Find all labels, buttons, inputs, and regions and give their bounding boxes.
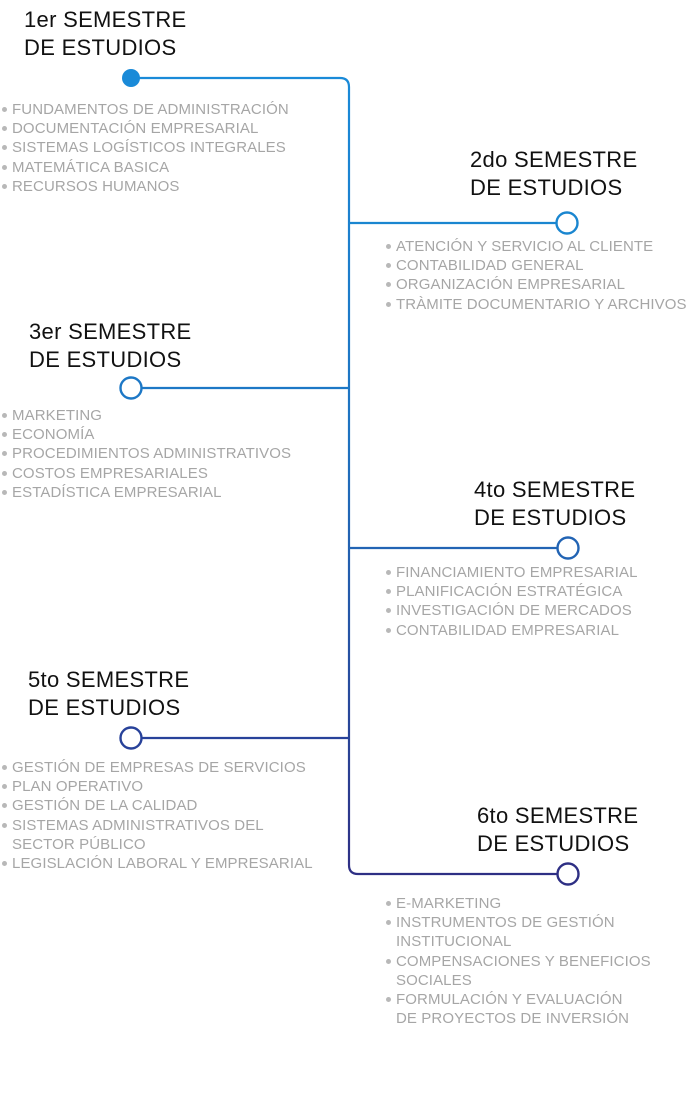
course-item: ECONOMÍA [1, 425, 291, 444]
course-item-text: INVESTIGACIÓN DE MERCADOS [396, 602, 632, 620]
course-item-text: GESTIÓN DE LA CALIDAD [12, 797, 198, 815]
semester-2-courses: ATENCIÓN Y SERVICIO AL CLIENTE CONTABILID… [385, 237, 687, 314]
course-item: FINANCIAMIENTO EMPRESARIAL [385, 563, 638, 582]
course-item-text: ATENCIÓN Y SERVICIO AL CLIENTE [396, 238, 654, 255]
course-item: MATEMÁTICA BASICA [1, 158, 289, 177]
semester-1-title-line2: DE ESTUDIOS [24, 35, 177, 60]
course-item-text: GESTIÓN DE EMPRESAS DE SERVICIOS [12, 759, 306, 776]
node-sem3 [119, 376, 143, 400]
semester-3: 3er SEMESTRE DE ESTUDIOS [29, 318, 192, 374]
semester-2-title: 2do SEMESTRE DE ESTUDIOS [470, 146, 637, 202]
course-item-text: TRÀMITE DOCUMENTARIO Y ARCHIVOS [396, 295, 687, 313]
semester-1: 1er SEMESTRE DE ESTUDIOS [24, 6, 187, 62]
course-item-text: CONTABILIDAD GENERAL [396, 257, 584, 275]
course-item: TRÀMITE DOCUMENTARIO Y ARCHIVOS [385, 295, 687, 314]
semester-5: 5to SEMESTRE DE ESTUDIOS [28, 666, 189, 722]
semester-3-title-line1: 3er SEMESTRE [29, 319, 192, 344]
semester-5-courses: GESTIÓN DE EMPRESAS DE SERVICIOS PLAN OPE… [1, 758, 313, 873]
node-sem2 [555, 211, 579, 235]
course-item-text: SOCIALES [396, 971, 472, 989]
course-item: FUNDAMENTOS DE ADMINISTRACIÓN [1, 100, 289, 119]
course-item: GESTIÓN DE EMPRESAS DE SERVICIOS [1, 758, 313, 777]
semester-4-title-line2: DE ESTUDIOS [474, 505, 627, 530]
course-item-text: MARKETING [12, 407, 103, 424]
course-item-text: SISTEMAS ADMINISTRATIVOS DEL [12, 816, 264, 834]
semester-6: 6to SEMESTRE DE ESTUDIOS [477, 802, 638, 858]
course-item: SISTEMAS LOGÍSTICOS INTEGRALES [1, 138, 289, 157]
course-item: COSTOS EMPRESARIALES [1, 464, 291, 483]
course-item: RECURSOS HUMANOS [1, 177, 289, 196]
course-item: CONTABILIDAD EMPRESARIAL [385, 621, 638, 640]
course-item-text: DE PROYECTOS DE INVERSIÓN [396, 1010, 630, 1028]
course-item: INVESTIGACIÓN DE MERCADOS [385, 601, 638, 620]
course-item-text: MATEMÁTICA BASICA [12, 158, 170, 176]
semester-4: 4to SEMESTRE DE ESTUDIOS [474, 476, 635, 532]
semester-1-title-line1: 1er SEMESTRE [24, 7, 187, 32]
semester-2-title-line1: 2do SEMESTRE [470, 147, 638, 172]
course-item-text: PROCEDIMIENTOS ADMINISTRATIVOS [12, 445, 292, 463]
semester-5-title: 5to SEMESTRE DE ESTUDIOS [28, 666, 189, 722]
course-item-text: INSTITUCIONAL [396, 933, 512, 951]
course-item: ESTADÍSTICA EMPRESARIAL [1, 483, 291, 502]
course-item-text: DOCUMENTACIÓN EMPRESARIAL [12, 120, 259, 138]
semester-4-title-line1: 4to SEMESTRE [474, 477, 636, 502]
course-item-text: FINANCIAMIENTO EMPRESARIAL [396, 564, 638, 581]
course-item: ATENCIÓN Y SERVICIO AL CLIENTE [385, 237, 687, 256]
course-item: PLANIFICACIÓN ESTRATÉGICA [385, 582, 638, 601]
course-item: ORGANIZACIÓN EMPRESARIAL [385, 275, 687, 294]
node-sem1 [122, 69, 140, 87]
timeline-spine [131, 76, 568, 876]
node-sem4 [556, 536, 580, 560]
course-item: DOCUMENTACIÓN EMPRESARIAL [1, 119, 289, 138]
semester-5-title-line2: DE ESTUDIOS [28, 695, 181, 720]
course-item: MARKETING [1, 406, 291, 425]
course-item-text: PLAN OPERATIVO [12, 778, 144, 796]
semester-3-title: 3er SEMESTRE DE ESTUDIOS [29, 318, 192, 374]
course-item-text: SISTEMAS LOGÍSTICOS INTEGRALES [12, 139, 286, 157]
course-item: CONTABILIDAD GENERAL [385, 256, 687, 275]
course-item: LEGISLACIÓN LABORAL Y EMPRESARIAL [1, 854, 313, 873]
course-item-text: E-MARKETING [396, 895, 502, 912]
course-item-text: FORMULACIÓN Y EVALUACIÓN [396, 991, 623, 1009]
course-item-text: CONTABILIDAD EMPRESARIAL [396, 621, 620, 639]
course-item: PROCEDIMIENTOS ADMINISTRATIVOS [1, 444, 291, 463]
course-item: PLAN OPERATIVO [1, 777, 313, 796]
course-item-text: SECTOR PÚBLICO [12, 835, 146, 853]
node-sem6 [556, 862, 580, 886]
course-item: E-MARKETING [385, 894, 651, 913]
semester-5-title-line1: 5to SEMESTRE [28, 667, 190, 692]
semester-4-courses: FINANCIAMIENTO EMPRESARIAL PLANIFICACIÓN … [385, 563, 638, 640]
semester-1-title: 1er SEMESTRE DE ESTUDIOS [24, 6, 187, 62]
course-item-text: ORGANIZACIÓN EMPRESARIAL [396, 276, 626, 294]
course-item-text: ESTADÍSTICA EMPRESARIAL [12, 483, 222, 501]
node-sem5 [119, 726, 143, 750]
course-item-text: RECURSOS HUMANOS [12, 177, 180, 195]
course-item-text: PLANIFICACIÓN ESTRATÉGICA [396, 583, 623, 601]
course-item: GESTIÓN DE LA CALIDAD [1, 796, 313, 815]
semester-4-title: 4to SEMESTRE DE ESTUDIOS [474, 476, 635, 532]
course-item-text: LEGISLACIÓN LABORAL Y EMPRESARIAL [12, 855, 313, 873]
semester-2-title-line2: DE ESTUDIOS [470, 175, 623, 200]
course-item-text: ECONOMÍA [12, 426, 95, 444]
course-item-text: COMPENSACIONES Y BENEFICIOS [396, 952, 651, 970]
semester-6-title: 6to SEMESTRE DE ESTUDIOS [477, 802, 638, 858]
semester-6-title-line2: DE ESTUDIOS [477, 831, 630, 856]
course-item-text: INSTRUMENTOS DE GESTIÓN [396, 914, 615, 932]
course-item-text: FUNDAMENTOS DE ADMINISTRACIÓN [12, 101, 289, 118]
semester-1-courses: FUNDAMENTOS DE ADMINISTRACIÓN DOCUMENTACI… [1, 100, 289, 196]
semester-3-title-line2: DE ESTUDIOS [29, 347, 182, 372]
semester-2: 2do SEMESTRE DE ESTUDIOS [470, 146, 637, 202]
semester-6-title-line1: 6to SEMESTRE [477, 803, 639, 828]
course-item-text: COSTOS EMPRESARIALES [12, 464, 208, 482]
